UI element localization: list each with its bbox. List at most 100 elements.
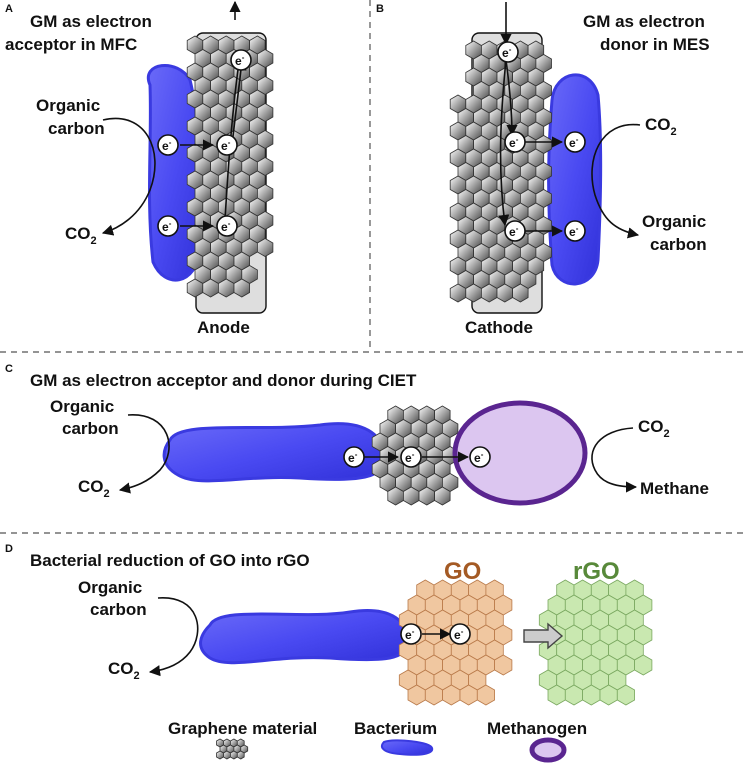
hex-cell xyxy=(217,278,235,298)
legend: Graphene material Bacterium Methanogen xyxy=(168,719,587,763)
hex-cell xyxy=(634,654,653,676)
arrow-d-metabolism xyxy=(148,597,199,677)
panel-a-substrate-line2: carbon xyxy=(48,119,105,138)
rgo-label: rGO xyxy=(573,558,620,585)
arrow-b-down-2 xyxy=(505,59,518,137)
legend-methanogen-icon xyxy=(529,737,567,763)
svg-text:e-: e- xyxy=(509,135,519,150)
hex-cell xyxy=(476,684,496,706)
svg-text:e-: e- xyxy=(569,224,579,239)
panel-a-title-line2: acceptor in MFC xyxy=(5,35,137,54)
go-label: GO xyxy=(444,558,481,585)
hex-cell xyxy=(480,283,498,303)
panel-d-title: Bacterial reduction of GO into rGO xyxy=(30,551,310,570)
panel-c-product: CO2 xyxy=(78,477,110,500)
panel-d-substrate-line2: carbon xyxy=(90,600,147,619)
panel-d-letter: D xyxy=(5,543,13,555)
panel-c-letter: C xyxy=(5,363,13,375)
legend-graphene-label: Graphene material xyxy=(168,719,317,738)
svg-text:e-: e- xyxy=(502,45,512,60)
electron-a-5: e- xyxy=(230,49,252,71)
electron-c-1: e- xyxy=(343,446,365,468)
panel-b-product-line2: carbon xyxy=(650,235,707,254)
hex-cell xyxy=(186,278,204,298)
panel-b-title-line2: donor in MES xyxy=(600,35,710,54)
svg-text:e-: e- xyxy=(405,627,415,642)
arrow-c-methanogen-metabolism xyxy=(591,427,638,493)
panel-b-product-line1: Organic xyxy=(642,212,706,231)
panel-c-substrate-line2: carbon xyxy=(62,419,119,438)
hex-cell xyxy=(418,486,436,506)
legend-bacterium-icon xyxy=(380,739,434,756)
cathode-label: Cathode xyxy=(465,318,533,337)
svg-text:e-: e- xyxy=(348,450,358,465)
hex-cell xyxy=(216,750,224,760)
hex-cell xyxy=(402,486,420,506)
panel-a-letter: A xyxy=(5,3,13,15)
panel-a-substrate-line1: Organic xyxy=(36,96,100,115)
panel-c: C GM as electron acceptor and donor duri… xyxy=(5,363,709,506)
arrow-a-metabolism xyxy=(101,117,156,236)
legend-graphene-icon xyxy=(216,738,249,760)
hex-cell xyxy=(223,750,231,760)
panel-c-methanogen-in: CO2 xyxy=(638,417,670,440)
panel-a-title-line1: GM as electron xyxy=(30,12,152,31)
graphene-oxide-cluster xyxy=(398,579,513,706)
svg-text:e-: e- xyxy=(509,224,519,239)
electron-a-3: e- xyxy=(157,215,179,237)
svg-text:e-: e- xyxy=(162,138,172,153)
anode-label: Anode xyxy=(197,318,250,337)
panel-d-substrate-line1: Organic xyxy=(78,578,142,597)
hex-cell xyxy=(496,283,513,303)
svg-text:e-: e- xyxy=(221,138,231,153)
electron-a-1: e- xyxy=(157,134,179,156)
legend-methanogen-label: Methanogen xyxy=(487,719,587,738)
hex-cell xyxy=(229,750,238,760)
reduced-graphene-oxide-cluster xyxy=(538,579,653,706)
legend-bacterium-label: Bacterium xyxy=(354,719,437,738)
methanogen-c xyxy=(452,400,588,506)
svg-text:e-: e- xyxy=(162,219,172,234)
panel-b-title-line1: GM as electron xyxy=(583,12,705,31)
electron-c-3: e- xyxy=(469,446,491,468)
svg-text:e-: e- xyxy=(235,53,245,68)
panel-b-substrate: CO2 xyxy=(645,115,677,138)
arrow-b-down-1 xyxy=(498,59,510,227)
bacterium-d xyxy=(199,609,410,665)
hex-cell xyxy=(202,278,219,298)
arrow-b-metabolism xyxy=(591,123,641,239)
electron-a-2: e- xyxy=(216,134,238,156)
panel-b-letter: B xyxy=(376,3,384,15)
svg-text:e-: e- xyxy=(454,627,464,642)
hex-cell xyxy=(512,283,529,303)
hex-cell xyxy=(616,684,635,706)
panel-c-title: GM as electron acceptor and donor during… xyxy=(30,371,417,390)
hex-cell xyxy=(465,283,482,303)
panel-b: B GM as electron donor in MES e- e- e- e… xyxy=(376,2,710,337)
electron-b-1: e- xyxy=(497,41,519,63)
go-to-rgo-arrow xyxy=(523,622,564,650)
electron-b-5: e- xyxy=(564,220,586,242)
electron-b-2: e- xyxy=(504,131,526,153)
hex-cell xyxy=(387,486,404,506)
panel-c-methanogen-out: Methane xyxy=(640,479,709,498)
panel-c-substrate-line1: Organic xyxy=(50,397,114,416)
svg-text:e-: e- xyxy=(221,219,231,234)
svg-text:e-: e- xyxy=(405,450,415,465)
panel-d: D Bacterial reduction of GO into rGO GO … xyxy=(5,543,653,706)
electron-b-4: e- xyxy=(504,220,526,242)
hex-cell xyxy=(494,654,513,676)
hex-cell xyxy=(434,486,451,506)
graphene-stack-cathode xyxy=(449,40,552,303)
hex-cell xyxy=(256,238,274,257)
panel-a-product: CO2 xyxy=(65,224,97,247)
svg-text:e-: e- xyxy=(569,135,579,150)
arrow-c-bacteria-metabolism xyxy=(118,414,170,494)
svg-text:e-: e- xyxy=(474,450,484,465)
panel-a: A GM as electron acceptor in MFC e- e- e… xyxy=(5,0,274,337)
panel-d-product: CO2 xyxy=(108,659,140,682)
electron-d-2: e- xyxy=(449,623,471,645)
hex-cell xyxy=(236,750,245,760)
